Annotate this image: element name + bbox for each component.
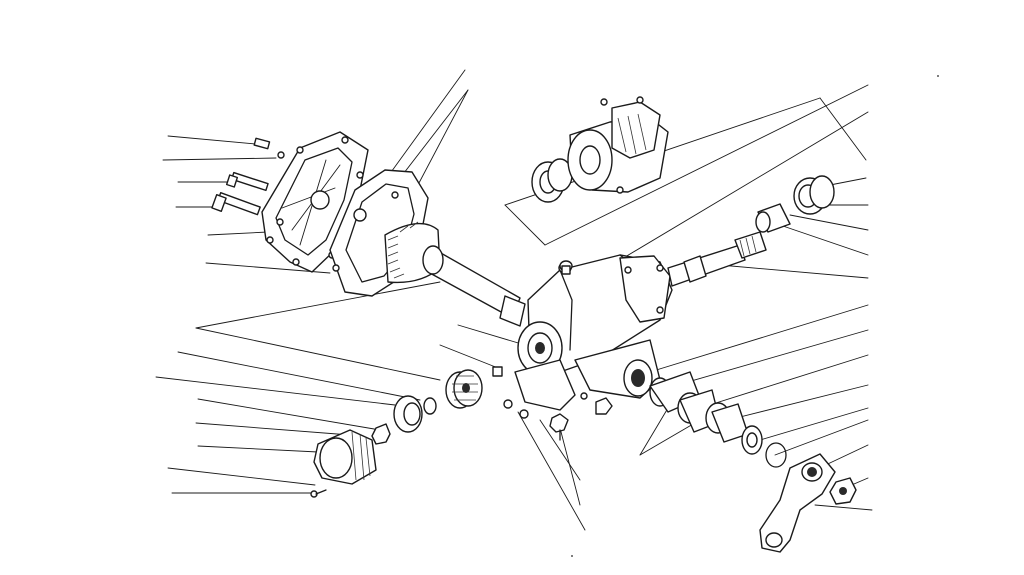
oil-seal xyxy=(793,175,835,215)
filler-plug xyxy=(559,260,573,275)
ball-nut-race xyxy=(371,423,391,445)
cover-screw xyxy=(310,489,327,498)
sector-shaft xyxy=(384,221,526,327)
pitman-arm xyxy=(759,453,836,553)
leader-lines-bottom xyxy=(439,324,586,531)
cover-bolts xyxy=(211,137,285,216)
worm-shaft xyxy=(667,231,767,287)
steering-box-housing xyxy=(514,254,673,411)
pitman-nut xyxy=(829,477,857,505)
rack-piston-assembly xyxy=(531,96,669,203)
leader-lines-left xyxy=(155,135,441,494)
adjuster-nut xyxy=(445,369,483,409)
bushing xyxy=(755,203,791,233)
leader-lines-right xyxy=(504,84,873,511)
tapered-bearing xyxy=(393,395,437,433)
fitting-lower xyxy=(492,366,613,441)
snap-ring xyxy=(765,442,787,468)
end-cover-plate xyxy=(261,131,369,273)
bearing-cup xyxy=(741,425,763,455)
bushing-pair xyxy=(649,371,749,443)
bottom-cover xyxy=(313,429,377,485)
